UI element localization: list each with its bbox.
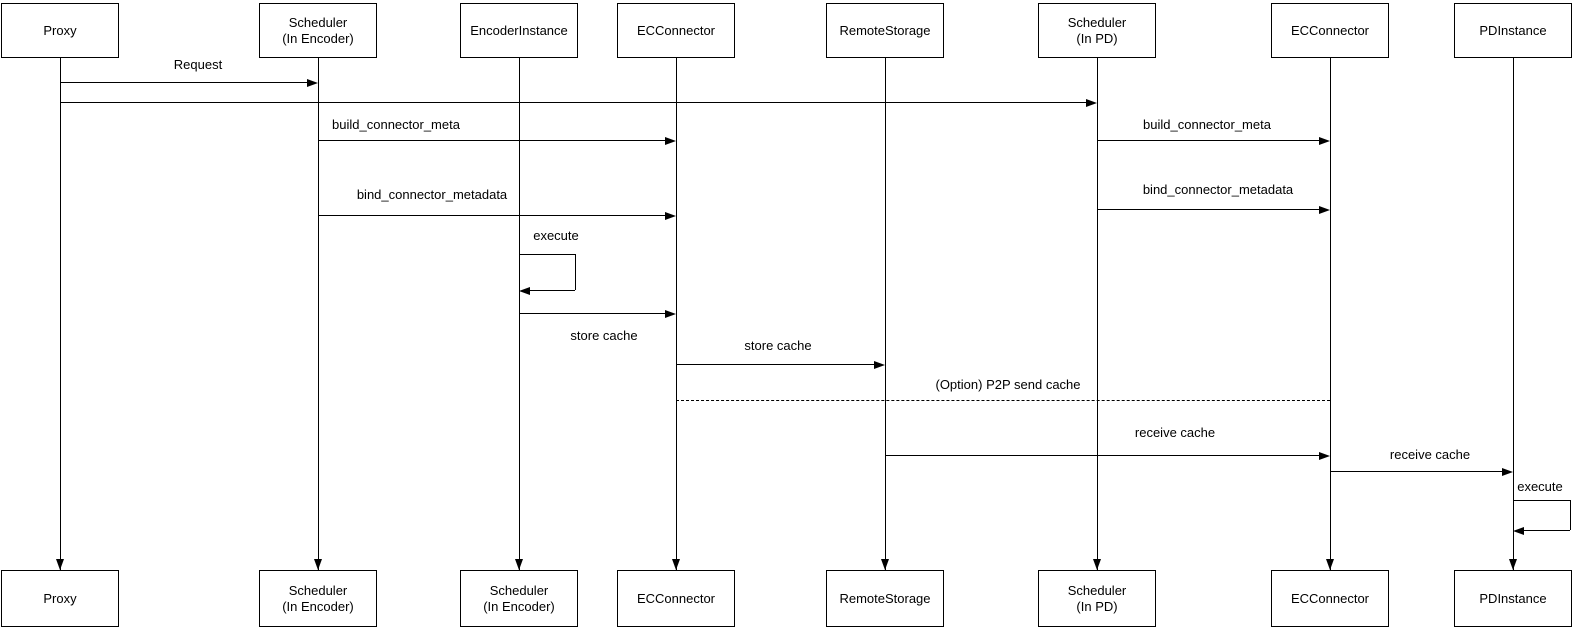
message-line-store-cache-encoder — [519, 313, 673, 314]
participant-top-label-ec-connector-encoder: ECConnector — [636, 22, 716, 38]
participant-top-box-remote-storage: RemoteStorage — [826, 3, 944, 58]
participant-bottom-label-pd-instance: PDInstance — [1479, 590, 1547, 606]
lifeline-arrowhead-scheduler-in-pd — [1092, 559, 1101, 570]
message-arrowhead-receive-cache-ec — [1319, 451, 1330, 460]
participant-bottom-box-pd-instance: PDInstance — [1454, 570, 1572, 627]
message-arrowhead-build-connector-meta-encoder — [665, 136, 676, 145]
lifeline-proxy — [60, 57, 61, 570]
message-line-build-connector-meta-pd — [1097, 140, 1327, 141]
self-message-side-execute-encoder — [575, 254, 576, 290]
message-arrowhead-bind-connector-metadata-encoder — [665, 211, 676, 220]
message-label-bind-connector-metadata-pd: bind_connector_metadata — [1142, 182, 1294, 197]
participant-bottom-box-scheduler-in-encoder: Scheduler(In Encoder) — [259, 570, 377, 627]
participant-bottom-label-ec-connector-pd: ECConnector — [1290, 590, 1370, 606]
message-arrowhead-request — [307, 78, 318, 87]
participant-bottom-label-scheduler-in-pd: Scheduler — [1067, 582, 1127, 598]
message-label-build-connector-meta-pd: build_connector_meta — [1143, 117, 1271, 132]
participant-top-label-ec-connector-pd: ECConnector — [1290, 22, 1370, 38]
message-label-receive-cache-pd: receive cache — [1389, 447, 1471, 462]
lifeline-scheduler-in-pd — [1097, 57, 1098, 570]
participant-bottom-label-scheduler-in-pd: (In PD) — [1076, 598, 1118, 614]
message-arrowhead-store-cache-remote — [874, 360, 885, 369]
participant-top-label-pd-instance: PDInstance — [1479, 22, 1547, 38]
message-arrowhead-store-cache-encoder — [665, 309, 676, 318]
message-label-p2p-send-cache: (Option) P2P send cache — [935, 377, 1081, 392]
lifeline-scheduler-in-encoder — [318, 57, 319, 570]
lifeline-arrowhead-proxy — [55, 559, 64, 570]
self-message-side-execute-pd — [1570, 500, 1571, 530]
participant-bottom-label-encoder-instance: (In Encoder) — [483, 598, 555, 614]
message-line-p2p-send-cache — [676, 400, 1330, 401]
participant-bottom-box-scheduler-in-pd: Scheduler(In PD) — [1038, 570, 1156, 627]
self-message-arrowhead-execute-encoder — [519, 286, 530, 295]
participant-bottom-label-proxy: Proxy — [43, 590, 77, 606]
lifeline-arrowhead-ec-connector-pd — [1325, 559, 1334, 570]
message-line-bind-connector-metadata-pd — [1097, 209, 1327, 210]
lifeline-arrowhead-ec-connector-encoder — [671, 559, 680, 570]
participant-top-label-scheduler-in-pd: Scheduler — [1067, 14, 1127, 30]
self-message-label-execute-encoder: execute — [533, 228, 579, 243]
self-message-top-execute-encoder — [519, 254, 575, 255]
participant-bottom-box-ec-connector-pd: ECConnector — [1271, 570, 1389, 627]
message-label-store-cache-encoder: store cache — [570, 328, 638, 343]
message-line-bind-connector-metadata-encoder — [318, 215, 673, 216]
participant-top-label-remote-storage: RemoteStorage — [839, 22, 931, 38]
participant-top-label-proxy: Proxy — [43, 22, 77, 38]
participant-bottom-label-scheduler-in-encoder: Scheduler — [288, 582, 348, 598]
lifeline-ec-connector-pd — [1330, 57, 1331, 570]
participant-top-box-encoder-instance: EncoderInstance — [460, 3, 578, 58]
message-label-build-connector-meta-encoder: build_connector_meta — [332, 117, 460, 132]
message-line-store-cache-remote — [676, 364, 882, 365]
message-arrowhead-build-connector-meta-pd — [1319, 136, 1330, 145]
message-line-proxy-to-pd-scheduler — [60, 102, 1094, 103]
self-message-bottom-execute-pd — [1516, 530, 1570, 531]
self-message-arrowhead-execute-pd — [1513, 526, 1524, 535]
message-label-receive-cache-ec: receive cache — [1134, 425, 1216, 440]
self-message-label-execute-pd: execute — [1517, 479, 1563, 494]
participant-bottom-box-proxy: Proxy — [1, 570, 119, 627]
lifeline-remote-storage — [885, 57, 886, 570]
self-message-top-execute-pd — [1513, 500, 1570, 501]
participant-top-label-scheduler-in-encoder: Scheduler — [288, 14, 348, 30]
self-message-bottom-execute-encoder — [522, 290, 575, 291]
participant-top-box-ec-connector-encoder: ECConnector — [617, 3, 735, 58]
message-arrowhead-receive-cache-pd — [1502, 467, 1513, 476]
participant-bottom-label-remote-storage: RemoteStorage — [839, 590, 931, 606]
participant-bottom-label-ec-connector-encoder: ECConnector — [636, 590, 716, 606]
participant-top-box-scheduler-in-pd: Scheduler(In PD) — [1038, 3, 1156, 58]
message-line-receive-cache-pd — [1330, 471, 1510, 472]
lifeline-arrowhead-pd-instance — [1508, 559, 1517, 570]
lifeline-arrowhead-remote-storage — [880, 559, 889, 570]
participant-top-box-ec-connector-pd: ECConnector — [1271, 3, 1389, 58]
message-label-bind-connector-metadata-encoder: bind_connector_metadata — [356, 187, 508, 202]
participant-top-label-scheduler-in-encoder: (In Encoder) — [282, 30, 354, 46]
participant-top-box-pd-instance: PDInstance — [1454, 3, 1572, 58]
participant-bottom-box-ec-connector-encoder: ECConnector — [617, 570, 735, 627]
message-label-store-cache-remote: store cache — [744, 338, 812, 353]
message-arrowhead-bind-connector-metadata-pd — [1319, 205, 1330, 214]
participant-bottom-box-encoder-instance: Scheduler(In Encoder) — [460, 570, 578, 627]
message-label-request: Request — [173, 57, 223, 72]
lifeline-pd-instance — [1513, 57, 1514, 570]
participant-bottom-box-remote-storage: RemoteStorage — [826, 570, 944, 627]
message-line-request — [60, 82, 315, 83]
participant-top-label-encoder-instance: EncoderInstance — [470, 22, 568, 38]
lifeline-ec-connector-encoder — [676, 57, 677, 570]
message-line-build-connector-meta-encoder — [318, 140, 673, 141]
lifeline-arrowhead-scheduler-in-encoder — [313, 559, 322, 570]
participant-bottom-label-encoder-instance: Scheduler — [489, 582, 549, 598]
participant-top-label-scheduler-in-pd: (In PD) — [1076, 30, 1118, 46]
participant-top-box-proxy: Proxy — [1, 3, 119, 58]
lifeline-arrowhead-encoder-instance — [514, 559, 523, 570]
message-arrowhead-proxy-to-pd-scheduler — [1086, 98, 1097, 107]
participant-top-box-scheduler-in-encoder: Scheduler(In Encoder) — [259, 3, 377, 58]
message-line-receive-cache-ec — [885, 455, 1327, 456]
participant-bottom-label-scheduler-in-encoder: (In Encoder) — [282, 598, 354, 614]
